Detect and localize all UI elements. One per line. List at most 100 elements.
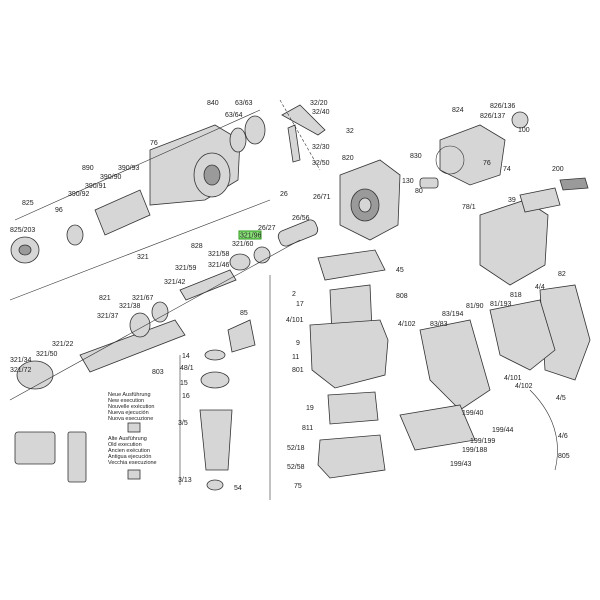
callout: 26/27	[258, 225, 276, 232]
callout: 52/58	[287, 464, 305, 471]
callout: 130	[402, 178, 414, 185]
execution-sleeve-icon	[67, 431, 87, 483]
callout: 199/43	[450, 461, 472, 468]
svg-text:New execution: New execution	[108, 398, 144, 404]
callout: 321/67	[132, 295, 154, 302]
callout: 63/63	[235, 100, 253, 107]
motor-housing-group	[269, 249, 389, 500]
callout: 14	[182, 353, 190, 360]
callout: 200	[552, 166, 564, 173]
callout-labels: 840 63/63 63/64 76 890 390/90 390/91 390…	[10, 100, 570, 492]
callout: 48/1	[180, 365, 194, 372]
callout: 801	[292, 367, 304, 374]
svg-text:Nouvelle exécution: Nouvelle exécution	[108, 404, 154, 410]
legend: Neue Ausführung New execution Nouvelle e…	[14, 392, 157, 483]
callout: 321/37	[97, 313, 119, 320]
callout: 11	[292, 354, 299, 361]
callout: 821	[99, 295, 111, 302]
callout: 32/20	[310, 100, 328, 107]
callout: 9	[296, 340, 300, 347]
callout: 3/5	[178, 420, 188, 427]
callout: 321/58	[208, 251, 230, 258]
callout: 4/4	[535, 284, 545, 291]
svg-text:Alte Ausführung: Alte Ausführung	[108, 436, 147, 442]
callout: 26/71	[313, 194, 331, 201]
gear-housing-group	[10, 109, 266, 264]
callout: 825	[22, 200, 34, 207]
callout: 321/59	[175, 265, 197, 272]
callout: 78/1	[462, 204, 476, 211]
new-execution-ring-icon	[127, 422, 141, 433]
callout: 321	[137, 254, 149, 261]
callout: 818	[510, 292, 522, 299]
callout: 321/42	[164, 279, 186, 286]
callout: 85	[240, 310, 248, 317]
callout: 805	[558, 453, 570, 460]
callout: 26	[280, 191, 288, 198]
callout: 321/38	[119, 303, 141, 310]
callout: 321/34	[10, 357, 32, 364]
callout: 4/5	[556, 395, 566, 402]
callout: 199/199	[470, 438, 495, 445]
callout: 45	[396, 267, 404, 274]
callout: 54	[234, 485, 242, 492]
callout: 63/64	[225, 112, 243, 119]
callout: 39	[508, 197, 516, 204]
callout: 826/136	[490, 103, 515, 110]
callout: 321/50	[36, 351, 58, 358]
old-execution-ring-icon	[127, 469, 141, 480]
legend-new-execution: Neue Ausführung New execution Nouvelle e…	[108, 392, 154, 422]
callout: 4/102	[515, 383, 533, 390]
callout: 81/193	[490, 301, 512, 308]
callout: 321/72	[10, 367, 32, 374]
highlighted-callout[interactable]: 321/96	[238, 230, 262, 240]
callout: 19	[306, 405, 314, 412]
hammer-mechanism-group	[339, 111, 529, 241]
handle-grip-group	[399, 284, 591, 471]
callout: 81/90	[466, 303, 484, 310]
callout: 74	[503, 166, 511, 173]
callout: 2	[292, 291, 296, 298]
callout: 96	[55, 207, 63, 214]
svg-text:Neue Ausführung: Neue Ausführung	[108, 392, 151, 398]
callout: 321/60	[232, 241, 254, 248]
callout: 16	[182, 393, 190, 400]
callout: 321/46	[208, 262, 230, 269]
armature-group	[179, 319, 256, 491]
legend-old-execution: Alte Ausführung Old execution Ancien exé…	[108, 436, 157, 466]
callout: 4/101	[286, 317, 304, 324]
callout: 3/13	[178, 477, 192, 484]
callout: 830	[410, 153, 422, 160]
callout: 199/44	[492, 427, 514, 434]
callout: 80	[415, 188, 423, 195]
callout: 76	[150, 140, 158, 147]
callout: 83/194	[442, 311, 464, 318]
callout: 17	[296, 301, 304, 308]
callout: 32/30	[312, 144, 330, 151]
callout: 826/137	[480, 113, 505, 120]
callout: 803	[152, 369, 164, 376]
shaft-group	[9, 199, 319, 401]
rear-cover-group	[479, 177, 589, 286]
callout: 32	[346, 128, 354, 135]
callout: 32/40	[312, 109, 330, 116]
svg-text:Nuova esecuzione: Nuova esecuzione	[108, 416, 153, 422]
callout: 4/102	[398, 321, 416, 328]
callout: 820	[342, 155, 354, 162]
callout: 52/18	[287, 445, 305, 452]
callout: 83/83	[430, 321, 448, 328]
callout: 75	[294, 483, 302, 490]
callout: 199/40	[462, 410, 484, 417]
highlight-label: 321/96	[240, 233, 262, 240]
svg-text:Ancien exécution: Ancien exécution	[108, 448, 150, 454]
callout: 390/91	[85, 183, 107, 190]
callout: 828	[191, 243, 203, 250]
callout: 808	[396, 293, 408, 300]
callout: 390/93	[118, 165, 140, 172]
callout: 390/92	[68, 191, 90, 198]
callout: 76	[483, 160, 491, 167]
callout: 890	[82, 165, 94, 172]
callout: 840	[207, 100, 219, 107]
callout: 4/101	[504, 375, 522, 382]
